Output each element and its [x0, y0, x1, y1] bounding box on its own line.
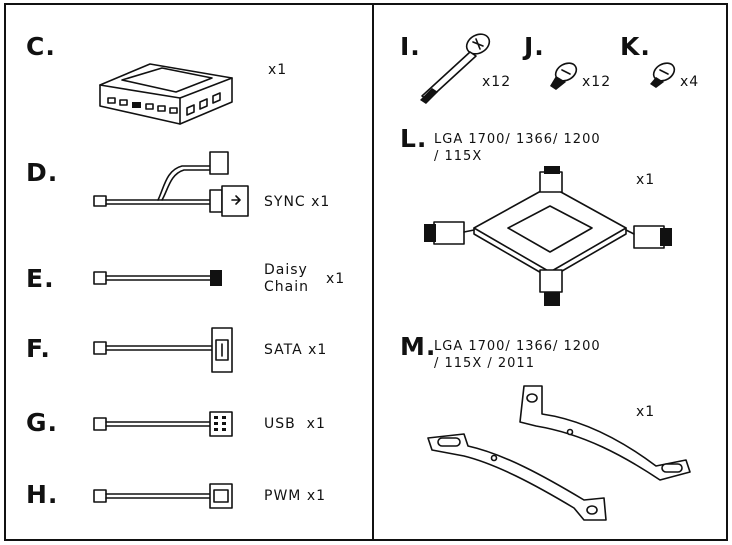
mounting-bracket-icon [427, 385, 691, 521]
daisy-chain-cable-icon [93, 270, 222, 286]
item-c-letter: C. [26, 32, 56, 61]
item-l-qty: x1 [636, 172, 656, 188]
item-l-description: LGA 1700/ 1366/ 1200 / 115X [434, 132, 601, 164]
item-e-qty: x1 [326, 271, 346, 287]
item-f-label: SATA x1 [264, 342, 328, 358]
item-d-letter: D. [26, 158, 59, 187]
item-i-qty: x12 [482, 74, 512, 90]
item-e-label: Daisy Chain [264, 262, 309, 295]
sync-cable-icon [93, 151, 249, 217]
pwm-cable-icon [93, 483, 233, 509]
long-screw-icon [420, 33, 491, 104]
item-h-label: PWM x1 [264, 488, 327, 504]
short-screw-icon [650, 62, 676, 88]
item-e-letter: E. [26, 264, 55, 293]
item-k-letter: K. [620, 32, 651, 61]
screw-icon [550, 62, 578, 90]
intel-backplate-icon [424, 166, 672, 306]
sata-cable-icon [93, 327, 233, 373]
item-g-label: USB x1 [264, 416, 326, 432]
item-j-qty: x12 [582, 74, 612, 90]
item-c-qty: x1 [268, 62, 288, 78]
usb-cable-icon [93, 411, 233, 437]
fan-hub-icon [99, 63, 233, 125]
item-i-letter: I. [400, 32, 421, 61]
item-m-letter: M. [400, 332, 437, 361]
item-m-qty: x1 [636, 404, 656, 420]
accessory-table-frame [4, 3, 728, 541]
column-divider [372, 3, 374, 541]
item-f-letter: F. [26, 334, 51, 363]
item-j-letter: J. [524, 32, 545, 61]
item-d-label: SYNC x1 [264, 194, 331, 210]
item-m-description: LGA 1700/ 1366/ 1200 / 115X / 2011 [434, 339, 601, 371]
item-g-letter: G. [26, 408, 59, 437]
item-h-letter: H. [26, 480, 59, 509]
item-l-letter: L. [400, 124, 428, 153]
item-k-qty: x4 [680, 74, 700, 90]
